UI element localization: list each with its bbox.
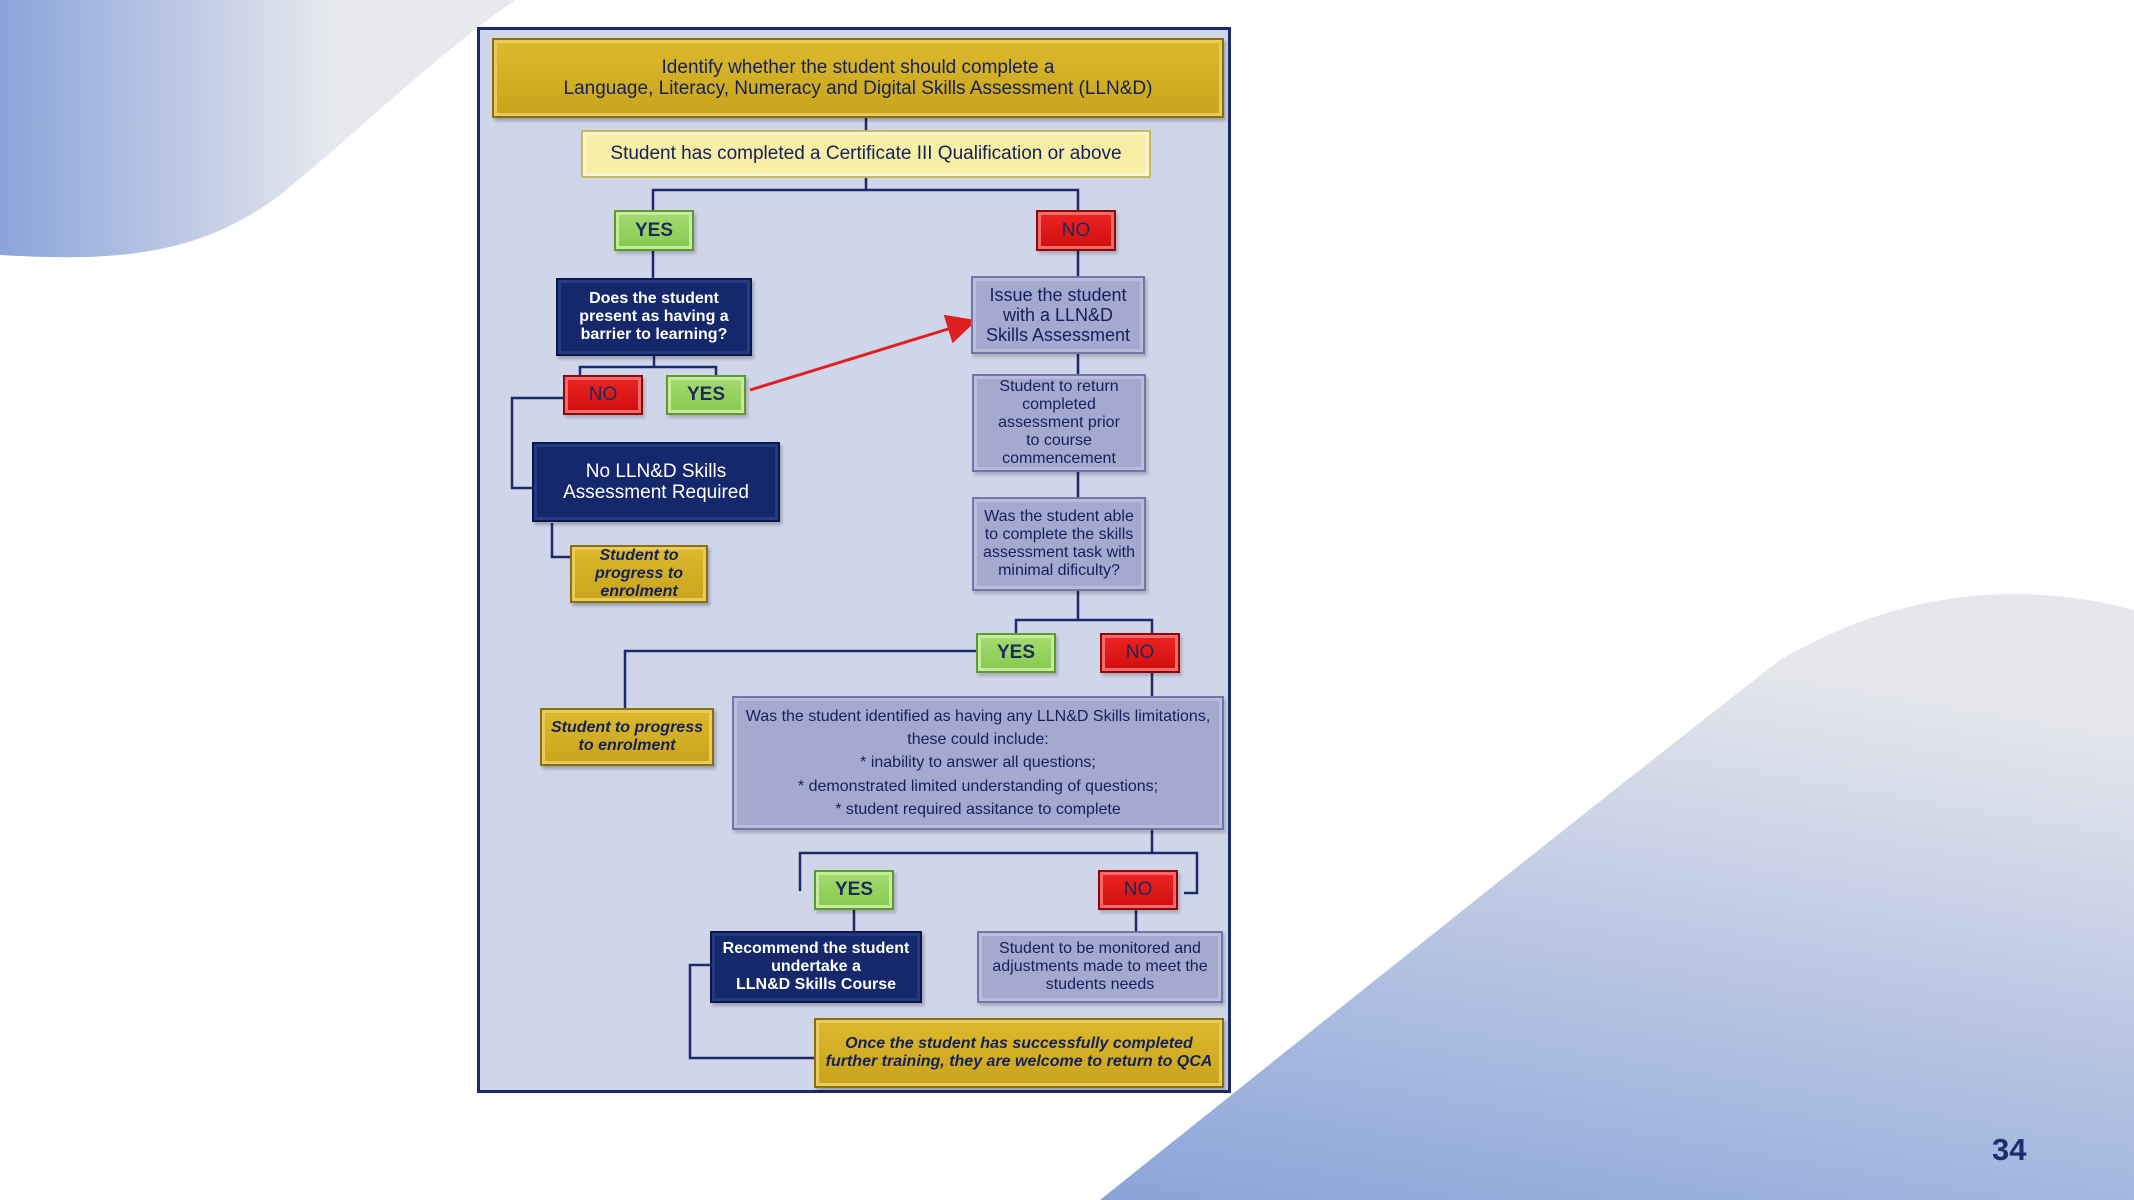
progress-enrolment-box-left: Student to progress to enrolment <box>570 545 708 603</box>
top-left-swoosh <box>0 0 515 258</box>
progress-enrolment-box-right: Student to progress to enrolment <box>540 708 714 766</box>
page-number: 34 <box>1992 1132 2027 1167</box>
issue-assessment-box: Issue the student with a LLN&D Skills As… <box>971 276 1145 354</box>
barrier-question-box: Does the student present as having a bar… <box>556 278 752 356</box>
return-assessment-box: Student to return completed assessment p… <box>972 374 1146 472</box>
yes-badge-barrier: YES <box>666 375 746 415</box>
yes-badge-limitations: YES <box>814 870 894 910</box>
yes-badge-certificate: YES <box>614 210 694 251</box>
minimal-difficulty-question-box: Was the student able to complete the ski… <box>972 497 1146 591</box>
title-box: Identify whether the student should comp… <box>492 38 1224 118</box>
yes-badge-difficulty: YES <box>976 633 1056 673</box>
no-badge-difficulty: NO <box>1100 633 1180 673</box>
recommend-course-box: Recommend the student undertake a LLN&D … <box>710 931 922 1003</box>
no-badge-certificate: NO <box>1036 210 1116 251</box>
monitored-box: Student to be monitored and adjustments … <box>977 931 1223 1003</box>
certificate-question-box: Student has completed a Certificate III … <box>581 130 1151 178</box>
no-assessment-box: No LLN&D Skills Assessment Required <box>532 442 780 522</box>
no-badge-limitations: NO <box>1098 870 1178 910</box>
flowchart-panel: Identify whether the student should comp… <box>477 27 1231 1093</box>
limitations-question-box: Was the student identified as having any… <box>732 696 1224 830</box>
bottom-right-swoosh <box>1100 594 2134 1200</box>
no-badge-barrier: NO <box>563 375 643 415</box>
return-qca-box: Once the student has successfully comple… <box>814 1018 1224 1088</box>
yes-to-issue-arrow <box>749 314 977 392</box>
